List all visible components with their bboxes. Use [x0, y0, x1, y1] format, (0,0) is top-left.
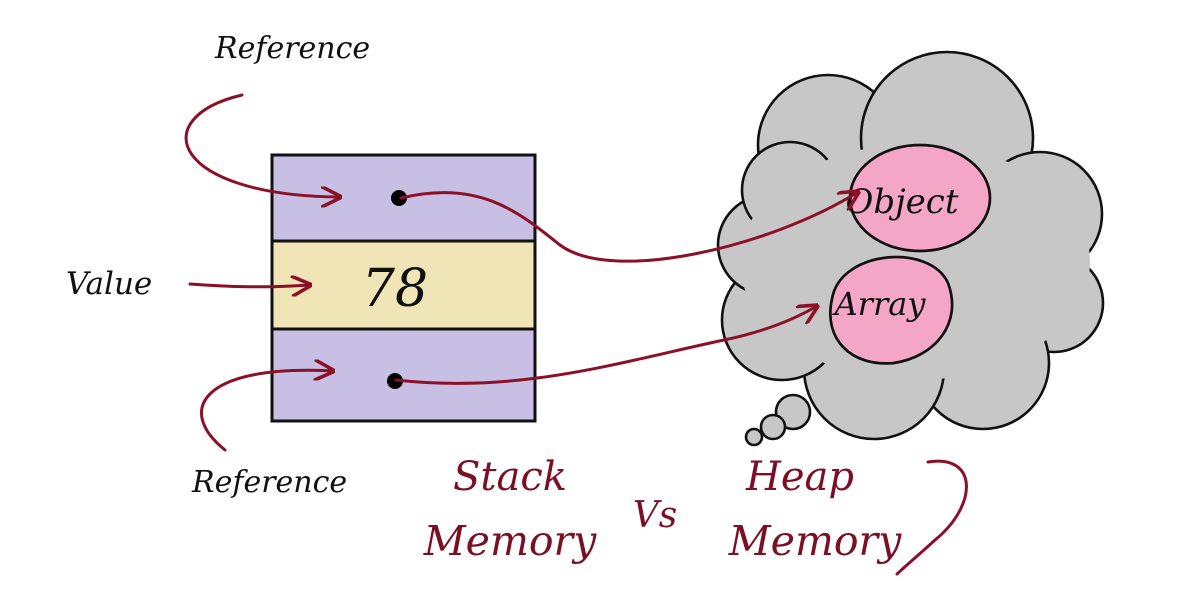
stack-box: 78 — [270, 153, 537, 423]
reference-top-pointer — [184, 93, 340, 197]
caption-heap-swoosh — [895, 459, 968, 576]
reference-bottom-pointer — [200, 370, 333, 452]
stack-value-cell — [270, 239, 537, 331]
caption-heap-title: Heap — [745, 454, 854, 500]
heap-object-item: Object — [845, 143, 992, 253]
caption-stack-title: Stack — [453, 454, 567, 500]
pointer-to-object — [399, 192, 858, 263]
heap-array-item: Array — [829, 255, 954, 365]
stack-reference-cell-bottom — [270, 327, 537, 423]
value-label: Value — [66, 266, 152, 302]
heap-array-label: Array — [832, 285, 927, 323]
stack-value-text: 78 — [362, 259, 428, 319]
reference-bottom-label: Reference — [191, 465, 347, 500]
caption-heap-memory: Memory — [728, 517, 902, 565]
caption-stack-memory: Memory — [423, 517, 597, 565]
heap-object-label: Object — [845, 182, 958, 222]
reference-top-label: Reference — [214, 31, 370, 66]
value-pointer — [188, 284, 310, 287]
caption-versus: Vs — [633, 495, 677, 536]
caption: Stack Memory Vs Heap Memory — [423, 454, 968, 576]
pointer-to-array — [394, 306, 817, 385]
reference-dot-top — [391, 190, 407, 206]
